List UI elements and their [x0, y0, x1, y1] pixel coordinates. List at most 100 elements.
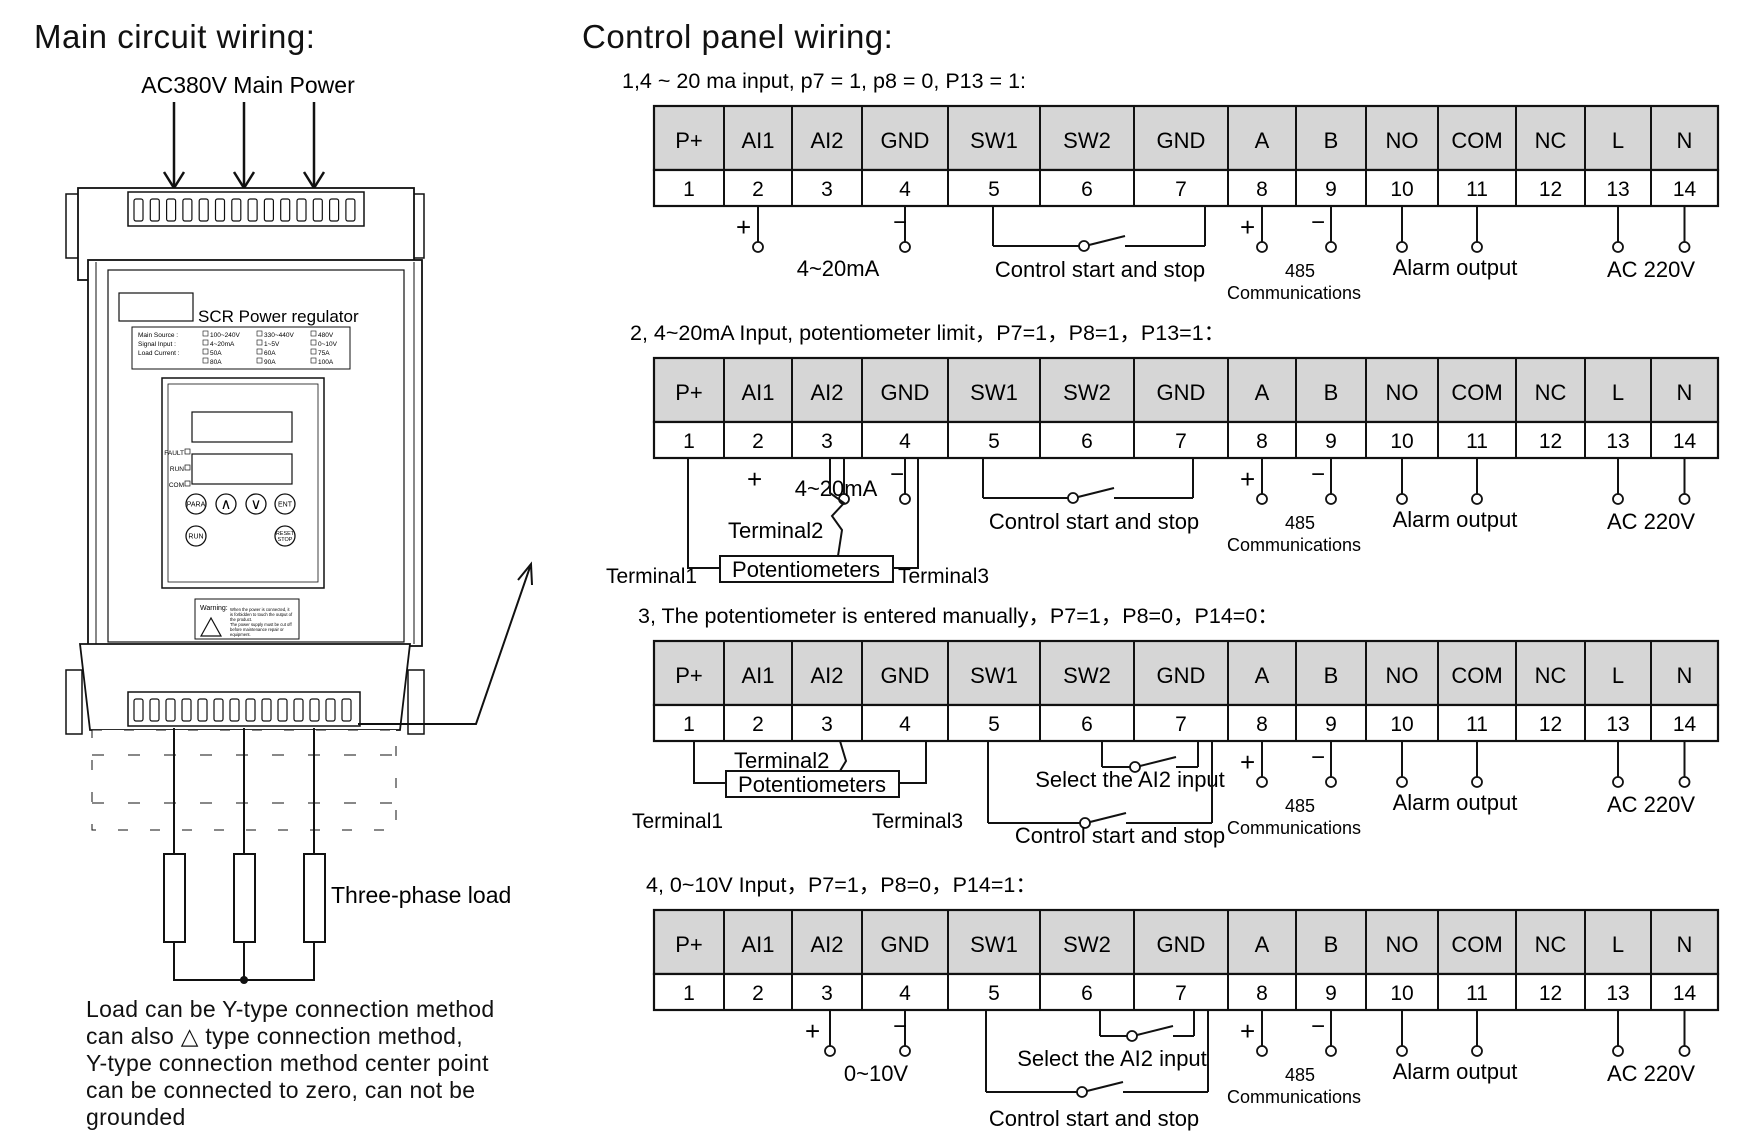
device-top-terminal-strip — [127, 191, 365, 227]
terminal-number: 2 — [752, 430, 764, 453]
terminal-number: 9 — [1325, 430, 1337, 453]
terminal-point — [1325, 493, 1337, 505]
display-screen-1 — [191, 411, 293, 443]
terminal-point — [1325, 776, 1337, 788]
terminal-slot — [149, 198, 160, 222]
terminal-number: 9 — [1325, 713, 1337, 736]
control-panel-title: Control panel wiring: — [582, 18, 894, 55]
terminal-number: 4 — [899, 713, 911, 736]
panel-button-label: RESET — [276, 531, 295, 537]
terminal-label: GND — [1157, 380, 1206, 405]
terminal-label: AI1 — [741, 380, 774, 405]
device-label-box — [118, 292, 194, 322]
terminal-label: P+ — [675, 663, 703, 688]
terminal-number: 5 — [988, 713, 1000, 736]
spec-checkbox — [202, 357, 209, 364]
control-panels: 1,4 ~ 20 ma input, p7 = 1, p8 = 0, P13 =… — [606, 69, 1720, 1131]
note-line: Y-type connection method center point — [86, 1050, 489, 1076]
note-line: can be connected to zero, can not be — [86, 1077, 476, 1103]
main-circuit-title: Main circuit wiring: — [34, 18, 316, 55]
start-stop-switch-blade — [1086, 1081, 1124, 1092]
spec-option: 80A — [210, 359, 222, 366]
spec-option: 4~20mA — [210, 341, 235, 348]
terminal-number: 2 — [752, 982, 764, 1005]
minus-sign: − — [1311, 209, 1325, 236]
panel-button — [215, 493, 237, 515]
terminal-point — [899, 493, 911, 505]
terminal-label: COM — [1451, 663, 1502, 688]
terminal-number: 14 — [1673, 713, 1697, 736]
terminal-label: L — [1612, 932, 1624, 957]
plus-sign: + — [747, 464, 762, 494]
ac-label: AC 220V — [1607, 509, 1695, 534]
terminal-slot — [198, 198, 209, 222]
minus-sign: − — [893, 209, 907, 236]
terminal1-wire — [693, 741, 726, 784]
terminal-label: NO — [1386, 663, 1419, 688]
terminal-slot — [181, 698, 192, 722]
panel-button — [185, 525, 207, 547]
spec-checkbox — [256, 339, 263, 346]
load-notes: Load can be Y-type connection method can… — [86, 996, 495, 1131]
comm-label: 485 — [1285, 513, 1315, 533]
start-stop-switch-contact — [1078, 240, 1090, 252]
terminal-number: 2 — [752, 178, 764, 201]
terminal-label: COM — [1451, 128, 1502, 153]
terminal-label: COM — [1451, 932, 1502, 957]
terminal-point — [1396, 1045, 1408, 1057]
terminal2-label: Terminal2 — [734, 748, 829, 773]
spec-checkbox — [256, 348, 263, 355]
terminal-number: 1 — [683, 982, 695, 1005]
terminal-slot — [182, 198, 193, 222]
terminal-number: 14 — [1673, 982, 1697, 1005]
terminal-label: AI2 — [810, 663, 843, 688]
terminal-number: 4 — [899, 982, 911, 1005]
warning-line: the product. — [230, 617, 252, 622]
device-side-right-bottom — [407, 669, 425, 735]
terminal-label: N — [1677, 663, 1693, 688]
terminal-point — [1325, 241, 1337, 253]
spec-option: 75A — [318, 350, 330, 357]
potentiometer-label: Potentiometers — [732, 557, 880, 582]
terminal-label: AI2 — [810, 932, 843, 957]
ac-label: AC 220V — [1607, 1061, 1695, 1086]
terminal-header-row — [652, 356, 1720, 424]
terminal-point — [1471, 1045, 1483, 1057]
terminal-label: GND — [1157, 932, 1206, 957]
terminal-number: 5 — [988, 430, 1000, 453]
terminal-number: 8 — [1256, 982, 1268, 1005]
terminal-slot — [261, 698, 272, 722]
terminal-number: 6 — [1081, 430, 1093, 453]
terminal-point — [1471, 493, 1483, 505]
terminal3-wire — [899, 741, 927, 784]
spec-checkbox — [310, 348, 317, 355]
terminal-point — [1678, 776, 1691, 788]
panel-heading: 1,4 ~ 20 ma input, p7 = 1, p8 = 0, P13 =… — [622, 69, 1026, 93]
terminal-label: GND — [881, 380, 930, 405]
terminal-number: 7 — [1175, 430, 1187, 453]
terminal-label: N — [1677, 128, 1693, 153]
select-ai2-switch-contact — [1126, 1030, 1138, 1042]
terminal-label: NC — [1535, 932, 1567, 957]
warning-line: is forbidden to touch the output of — [230, 612, 293, 617]
terminal-number: 9 — [1325, 982, 1337, 1005]
load-label: Three-phase load — [331, 882, 511, 908]
terminal-label: SW1 — [970, 128, 1018, 153]
terminal-point — [1471, 241, 1483, 253]
start-stop-switch-contact — [1079, 817, 1091, 829]
panel-button-label: ∨ — [251, 496, 262, 513]
terminal-slot — [166, 198, 177, 222]
terminal2-wire — [829, 458, 846, 557]
terminal-number: 11 — [1466, 430, 1488, 453]
terminal3-wire — [893, 458, 919, 569]
terminal-point — [899, 1045, 911, 1057]
terminal-slot — [231, 198, 242, 222]
terminal1-label: Terminal1 — [632, 810, 723, 833]
terminal-label: P+ — [675, 380, 703, 405]
terminal-label: L — [1612, 380, 1624, 405]
terminal-label: GND — [1157, 128, 1206, 153]
terminal-slot — [197, 698, 208, 722]
terminal-label: A — [1255, 380, 1270, 405]
